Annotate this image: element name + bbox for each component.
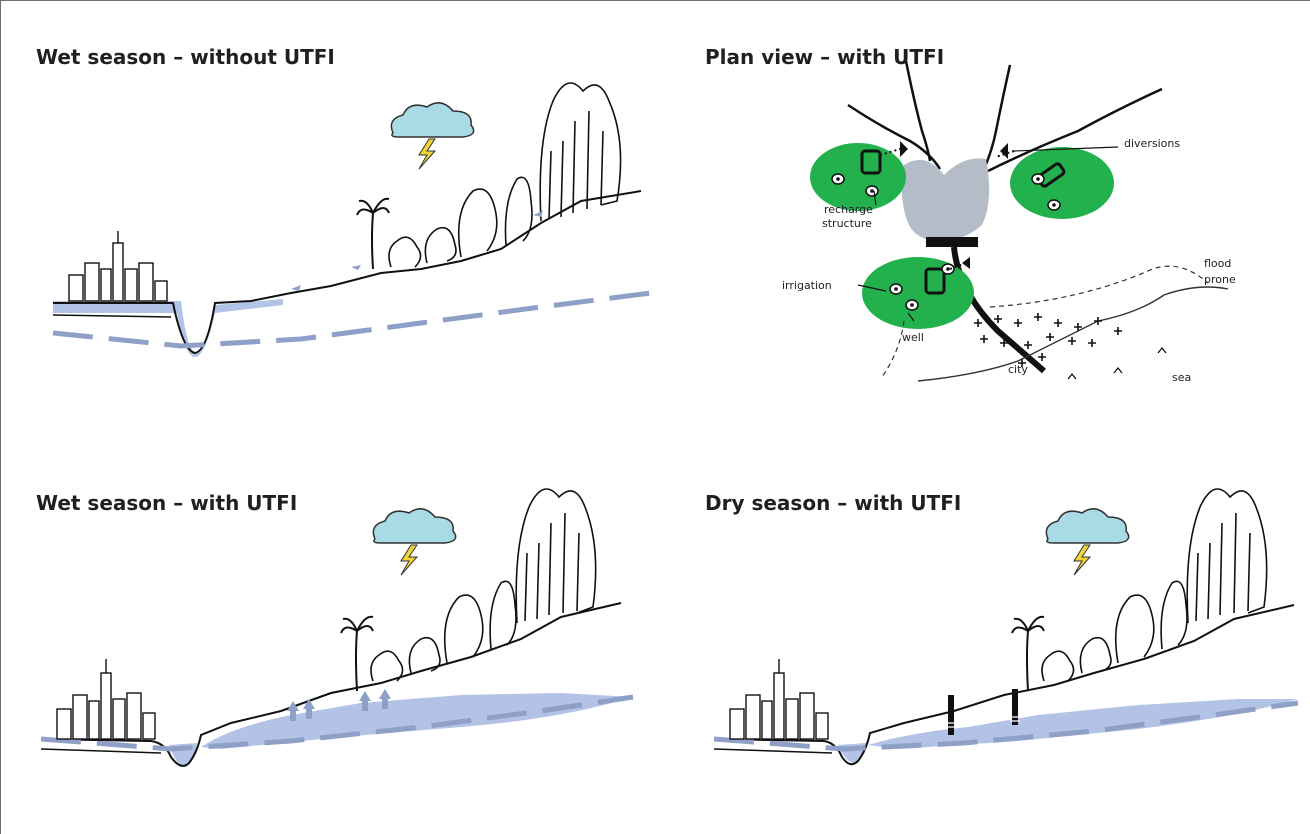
panel-wet-with-utfi: Wet season – with UTFI bbox=[0, 427, 679, 834]
city-markers bbox=[974, 313, 1122, 367]
cloud-icon bbox=[1045, 508, 1130, 544]
recharged-aquifer bbox=[201, 693, 633, 749]
scene-wet-without bbox=[52, 82, 652, 357]
lightning-icon bbox=[418, 138, 437, 170]
forest-icon bbox=[388, 82, 622, 268]
panel-title: Dry season – with UTFI bbox=[705, 491, 962, 515]
coastline bbox=[917, 286, 1229, 382]
recharge-arrows bbox=[287, 689, 391, 721]
label-well: well bbox=[902, 331, 924, 344]
irrigation-field-left bbox=[810, 143, 906, 211]
river-left-2 bbox=[904, 60, 932, 162]
forest-icon bbox=[1041, 488, 1268, 682]
panel-title: Wet season – without UTFI bbox=[36, 45, 335, 69]
lightning-icon bbox=[400, 544, 419, 576]
palm-tree-icon bbox=[340, 615, 374, 692]
panel-plan-view-with-utfi: Plan view – with UTFI bbox=[678, 0, 1310, 428]
label-prone: prone bbox=[1204, 273, 1236, 286]
irrigation-field-bottom bbox=[862, 257, 974, 329]
river-water bbox=[53, 299, 283, 357]
label-irrigation: irrigation bbox=[782, 279, 832, 292]
forest-icon bbox=[370, 488, 597, 682]
label-recharge: recharge bbox=[824, 203, 873, 216]
recharge-structure-icon bbox=[860, 149, 882, 175]
river-right bbox=[982, 64, 1012, 170]
scene-wet-with bbox=[40, 488, 634, 767]
panel-wet-without-utfi: Wet season – without UTFI bbox=[0, 0, 679, 428]
dam bbox=[926, 237, 978, 247]
groundwater-table bbox=[713, 700, 1299, 752]
city-skyline-icon bbox=[729, 659, 829, 740]
label-sea: sea bbox=[1172, 371, 1191, 384]
lightning-icon bbox=[1073, 544, 1092, 576]
panel-title: Plan view – with UTFI bbox=[705, 45, 945, 69]
recharged-aquifer bbox=[868, 699, 1298, 749]
groundwater-table bbox=[40, 694, 634, 752]
palm-tree-icon bbox=[1011, 615, 1045, 692]
scene-dry-with bbox=[713, 488, 1299, 766]
panel-title: Wet season – with UTFI bbox=[36, 491, 298, 515]
ground-line bbox=[40, 602, 622, 767]
label-structure: structure bbox=[822, 217, 872, 230]
panel-dry-with-utfi: Dry season – with UTFI bbox=[678, 427, 1310, 834]
city-skyline-icon bbox=[56, 659, 156, 740]
ground-line bbox=[53, 190, 642, 355]
reservoir bbox=[901, 158, 990, 241]
label-city: city bbox=[1008, 363, 1028, 376]
plan-map: diversions recharge structure irrigation… bbox=[782, 60, 1236, 384]
flood-prone-boundary bbox=[881, 265, 1209, 378]
cloud-icon bbox=[390, 102, 475, 138]
label-diversions: diversions bbox=[1124, 137, 1180, 150]
groundwater-table bbox=[52, 290, 652, 349]
river-right-2 bbox=[987, 87, 1163, 173]
palm-tree-icon bbox=[356, 197, 390, 270]
cloud-icon bbox=[372, 508, 457, 544]
recharge-structure-icon bbox=[924, 267, 946, 295]
irrigation-field-right bbox=[1010, 147, 1114, 219]
label-flood: flood bbox=[1204, 257, 1231, 270]
river-left bbox=[847, 103, 942, 170]
well-icon bbox=[946, 689, 1020, 735]
city-skyline-icon bbox=[68, 231, 168, 302]
